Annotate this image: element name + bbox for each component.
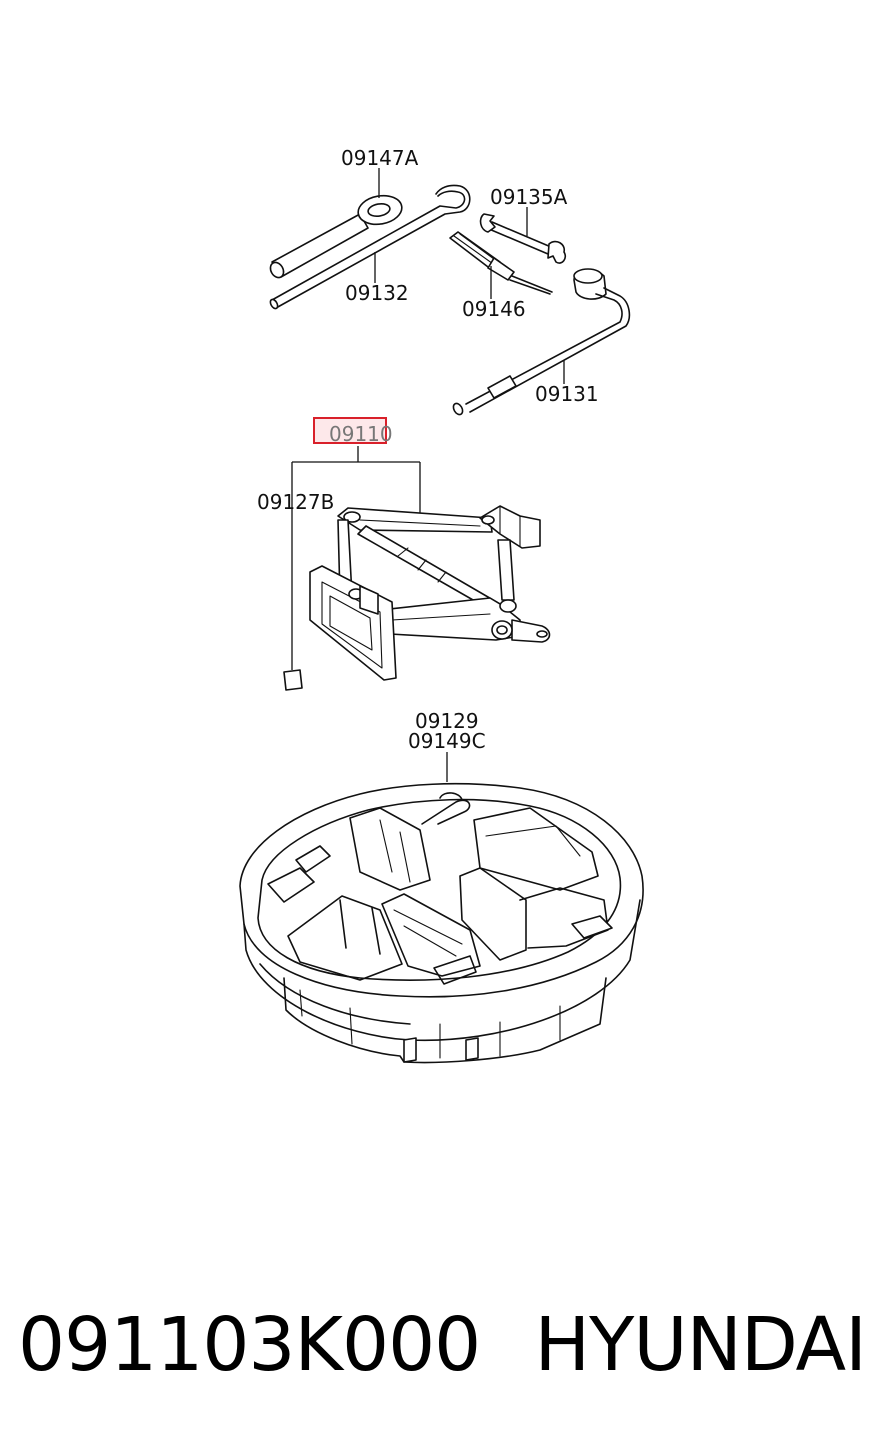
callout-09127B: 09127B [257,490,334,514]
scissor-jack-drawing [309,505,551,681]
jack-label-tag [283,669,303,691]
spanner-drawing [479,213,567,264]
callout-09129: 09129 [415,709,479,733]
callout-09135A: 09135A [490,185,568,209]
callout-09146: 09146 [462,297,526,321]
part-number: 091103K000 [18,1302,481,1388]
handle-rod-drawing [269,184,471,310]
lug-wrench-drawing [452,268,631,416]
tool-tray-drawing [239,782,644,1064]
caption-bar: 091103K000 HYUNDAI [0,1290,886,1400]
jack-bracket-leader [291,446,421,670]
callout-09147A: 09147A [341,146,419,170]
callout-09110[interactable]: 09110 [329,422,393,446]
screwdriver-drawing [449,231,553,295]
brand-name: HYUNDAI [534,1302,867,1388]
callout-09131: 09131 [535,382,599,406]
callout-09149C: 09149C [408,729,486,753]
highlighted-part-box[interactable] [313,417,387,444]
socket-wrench-drawing [269,194,403,279]
callout-09132: 09132 [345,281,409,305]
